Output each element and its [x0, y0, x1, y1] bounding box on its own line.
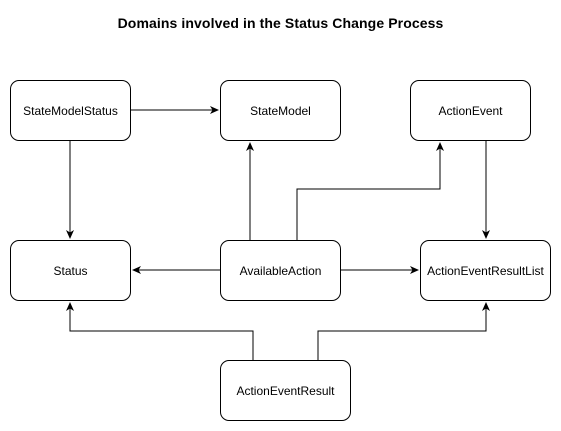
node-label: ActionEventResultList [427, 263, 544, 278]
edge-availableaction-to-actionevent [296, 142, 444, 240]
edge-actioneventresult-to-status [66, 302, 254, 360]
node-label: StateModelStatus [23, 103, 118, 118]
node-status[interactable]: Status [10, 240, 131, 301]
node-label: Status [53, 263, 88, 278]
node-label: AvailableAction [239, 263, 322, 278]
node-label: ActionEventResult [236, 383, 335, 398]
node-statemodel[interactable]: StateModel [220, 80, 341, 141]
node-availableaction[interactable]: AvailableAction [220, 240, 341, 301]
edge-actioneventresult-to-actioneventresultlist [317, 302, 490, 360]
node-actioneventresultlist[interactable]: ActionEventResultList [420, 240, 551, 301]
node-actioneventresult[interactable]: ActionEventResult [220, 360, 351, 421]
node-actionevent[interactable]: ActionEvent [410, 80, 531, 141]
node-label: ActionEvent [438, 103, 503, 118]
diagram-title: Domains involved in the Status Change Pr… [117, 15, 444, 31]
node-statemodelstatus[interactable]: StateModelStatus [10, 80, 131, 141]
node-label: StateModel [250, 103, 311, 118]
